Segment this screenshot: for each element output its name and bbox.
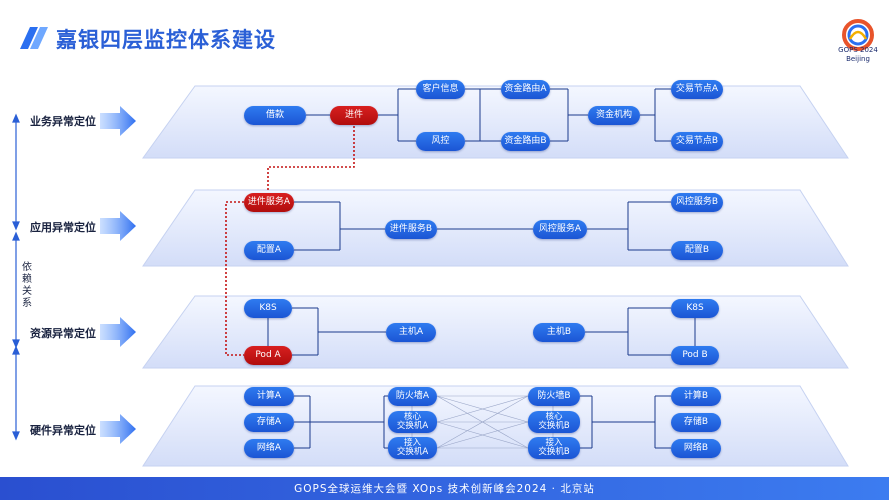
connectors-hardware xyxy=(294,395,671,449)
node-firewall-b[interactable]: 防火墙B xyxy=(528,387,580,406)
node-zijinjigou[interactable]: 资金机构 xyxy=(588,106,640,125)
trace-path xyxy=(267,126,355,192)
node-k8s-left[interactable]: K8S xyxy=(244,299,292,318)
node-storage-b[interactable]: 存储B xyxy=(671,413,721,432)
layer-label-resource: 资源异常定位 xyxy=(30,327,96,340)
layer-label-business: 业务异常定位 xyxy=(30,115,96,128)
node-access-switch-b[interactable]: 接入 交换机B xyxy=(528,437,580,459)
node-jiaoyi-b[interactable]: 交易节点B xyxy=(671,132,723,151)
node-jiaoyi-a[interactable]: 交易节点A xyxy=(671,80,723,99)
arrow-business xyxy=(100,106,136,136)
node-kehu[interactable]: 客户信息 xyxy=(416,80,465,99)
node-host-b[interactable]: 主机B xyxy=(533,323,585,342)
dependency-label: 依赖关系 xyxy=(22,262,32,309)
page-title: 嘉银四层监控体系建设 xyxy=(56,28,276,52)
node-host-a[interactable]: 主机A xyxy=(386,323,436,342)
connectors-application xyxy=(294,201,671,251)
node-jinjian[interactable]: 进件 xyxy=(330,106,378,125)
node-fengkong[interactable]: 风控 xyxy=(416,132,465,151)
connectors-business xyxy=(306,88,671,142)
node-firewall-a[interactable]: 防火墙A xyxy=(388,387,437,406)
trace-path-lower xyxy=(225,201,244,356)
node-fengkong-service-b[interactable]: 风控服务B xyxy=(671,193,723,212)
node-access-switch-a[interactable]: 接入 交换机A xyxy=(388,437,437,459)
footer-bar: GOPS全球运维大会暨 XOps 技术创新峰会2024 · 北京站 xyxy=(0,477,889,500)
node-compute-a[interactable]: 计算A xyxy=(244,387,294,406)
node-core-switch-b[interactable]: 核心 交换机B xyxy=(528,411,580,433)
node-network-a[interactable]: 网络A xyxy=(244,439,294,458)
gops-caption: GOPS 2024 Beijing xyxy=(838,46,878,63)
arrow-hardware xyxy=(100,414,136,444)
node-network-b[interactable]: 网络B xyxy=(671,439,721,458)
mesh-hardware xyxy=(411,395,554,449)
node-storage-a[interactable]: 存储A xyxy=(244,413,294,432)
gops-logo-icon xyxy=(842,19,874,51)
node-jiekuan[interactable]: 借款 xyxy=(244,106,306,125)
node-k8s-right[interactable]: K8S xyxy=(671,299,719,318)
connectors-resource xyxy=(267,307,696,356)
node-compute-b[interactable]: 计算B xyxy=(671,387,721,406)
node-zijin-a[interactable]: 资金路由A xyxy=(501,80,550,99)
footer-text: GOPS全球运维大会暨 XOps 技术创新峰会2024 · 北京站 xyxy=(294,483,595,495)
dependency-axis xyxy=(12,113,20,441)
layer-label-application: 应用异常定位 xyxy=(30,221,96,234)
node-core-switch-a[interactable]: 核心 交换机A xyxy=(388,411,437,433)
node-pod-b[interactable]: Pod B xyxy=(671,346,719,365)
arrow-resource xyxy=(100,317,136,347)
node-pod-a[interactable]: Pod A xyxy=(244,346,292,365)
arrow-application xyxy=(100,211,136,241)
brand-logo-icon xyxy=(20,27,48,49)
node-zijin-b[interactable]: 资金路由B xyxy=(501,132,550,151)
layer-label-hardware: 硬件异常定位 xyxy=(30,424,96,437)
node-jinjian-service-b[interactable]: 进件服务B xyxy=(385,220,437,239)
node-config-a[interactable]: 配置A xyxy=(244,241,294,260)
node-fengkong-service-a[interactable]: 风控服务A xyxy=(533,220,587,239)
node-jinjian-service-a[interactable]: 进件服务A xyxy=(244,193,294,212)
node-config-b[interactable]: 配置B xyxy=(671,241,723,260)
